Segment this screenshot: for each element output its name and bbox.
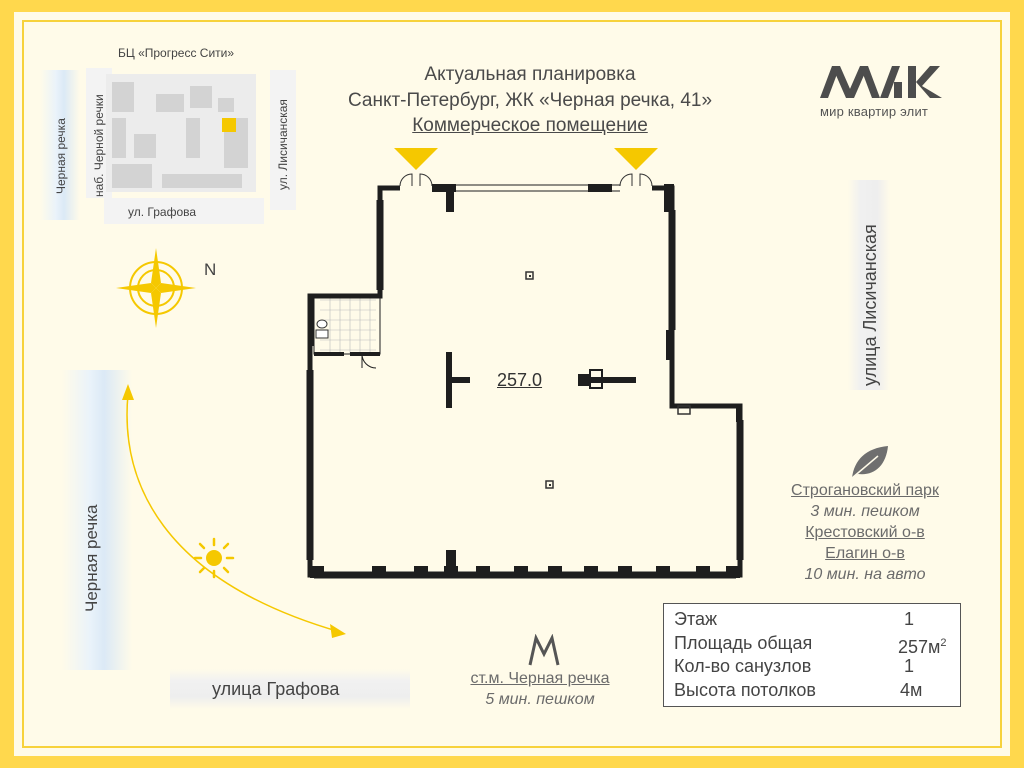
islands-time: 10 мин. на авто — [804, 566, 926, 583]
compass-rose-icon — [116, 248, 196, 328]
lisichanskaya-small-street — [270, 70, 296, 210]
title-line-1: Актуальная планировка — [424, 64, 636, 85]
leaf-icon — [851, 446, 888, 479]
title-line-2: Санкт-Петербург, ЖК «Черная речка, 41» — [347, 90, 713, 111]
info-row: Высота потолков 4м — [674, 679, 950, 703]
logo-mark-icon — [820, 66, 942, 98]
metro-icon — [528, 634, 560, 666]
entrance-arrow-icon — [614, 148, 658, 170]
north-label: N — [204, 260, 217, 279]
site-map-blocks — [106, 74, 256, 192]
metro-time: 5 мин. пешком — [485, 691, 595, 708]
river-small-band — [40, 70, 80, 220]
metro-station: ст.м. Черная речка — [470, 670, 610, 687]
naberezhnaya-label: наб. Черной речки — [92, 94, 106, 197]
park-time: 3 мин. пешком — [810, 503, 920, 520]
info-table: Этаж 1 Площадь общая 257м2 Кол-во санузл… — [663, 603, 961, 707]
island-krestovsky: Крестовский о-в — [805, 524, 925, 541]
sun-icon — [193, 537, 235, 579]
title-line-3: Коммерческое помещение — [412, 115, 648, 136]
lisichanskaya-small-label: ул. Лисичанская — [276, 99, 290, 190]
info-row: Площадь общая 257м2 — [674, 632, 950, 657]
info-value-sup: 2 — [940, 636, 947, 649]
grafova-small-street — [104, 198, 264, 224]
sun-path — [122, 384, 346, 638]
info-value: 1 — [904, 656, 915, 676]
area-label: 257.0 — [497, 370, 543, 390]
floor-plan — [306, 148, 744, 579]
info-label: Кол-во санузлов — [674, 656, 812, 676]
park-name: Строгановский парк — [791, 482, 939, 499]
logo-text: мир квартир элит — [820, 104, 929, 119]
info-label: Высота потолков — [674, 679, 816, 700]
info-row: Кол-во санузлов 1 — [674, 655, 950, 679]
info-label: Этаж — [674, 609, 718, 629]
info-label: Площадь общая — [674, 632, 813, 653]
grafova-street — [170, 669, 410, 709]
info-value: 4м — [900, 679, 923, 700]
info-value: 1 — [904, 609, 915, 629]
grafova-small-label: ул. Графова — [128, 205, 197, 219]
entrance-arrow-icon — [394, 148, 438, 170]
river-small-label: Черная речка — [54, 118, 68, 194]
info-value: 257м — [898, 636, 941, 657]
info-row: Этаж 1 — [674, 608, 950, 632]
grafova-label: улица Графова — [212, 679, 340, 699]
lisichanskaya-label: улица Лисичанская — [860, 224, 880, 386]
island-elagin: Елагин о-в — [825, 545, 905, 562]
inner-frame — [22, 20, 1002, 748]
bc-label: БЦ «Прогресс Сити» — [118, 46, 235, 60]
lisichanskaya-street — [848, 180, 890, 390]
river-big-label: Черная речка — [82, 504, 101, 612]
river-big-band — [62, 370, 132, 670]
